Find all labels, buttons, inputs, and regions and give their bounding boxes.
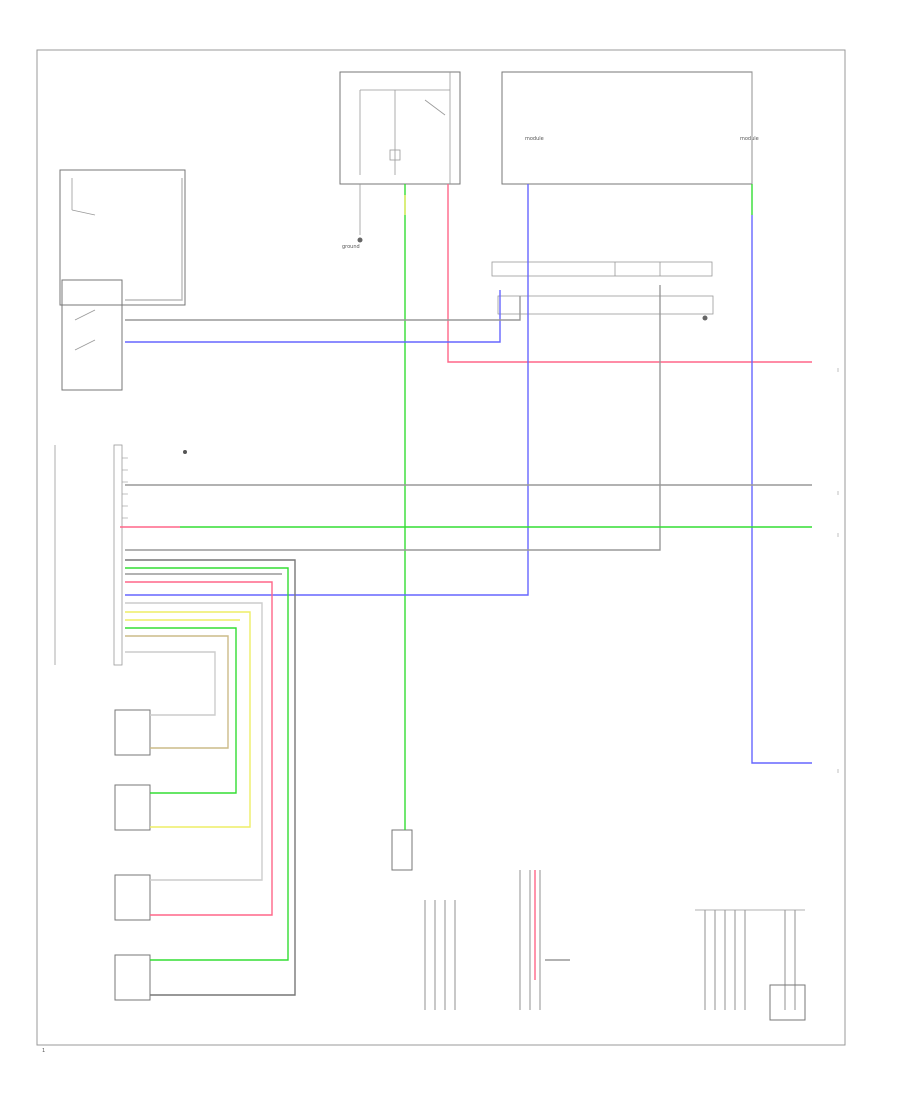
blue-wire-module (125, 184, 529, 596)
svg-text:module: module (740, 136, 759, 142)
page-number: 1 (42, 1048, 45, 1054)
svg-text:module: module (525, 136, 544, 142)
gray-wire-1 (125, 296, 521, 321)
top-right-ecu-block: module module (501, 71, 759, 185)
svg-text:ground: ground (342, 244, 360, 250)
blue-wire-right (751, 215, 812, 764)
diagram-frame (36, 49, 846, 1046)
gray-wire-bundle-3 (125, 602, 263, 881)
lower-seat-switches (114, 709, 151, 1001)
power-seat-switch-upper (59, 169, 186, 391)
gray-wire-bundle-4 (125, 651, 216, 716)
center-connector (491, 261, 714, 321)
red-wire-bundle (125, 581, 273, 916)
green-wire-bundle-2 (125, 627, 237, 794)
left-control-module (54, 444, 187, 666)
gray-bundle-outer (125, 559, 296, 996)
tan-wire-bundle (125, 635, 229, 749)
top-left-relay-block: ground (339, 71, 461, 250)
bottom-connectors (391, 829, 806, 1021)
gray-wire-3 (125, 285, 661, 551)
yellow-wire-bundle-1 (125, 611, 251, 828)
green-wire-bundle (125, 567, 289, 961)
blue-wire-upper (125, 290, 501, 343)
gray-wire-left-box (125, 178, 183, 301)
red-wire-relay (447, 184, 812, 363)
